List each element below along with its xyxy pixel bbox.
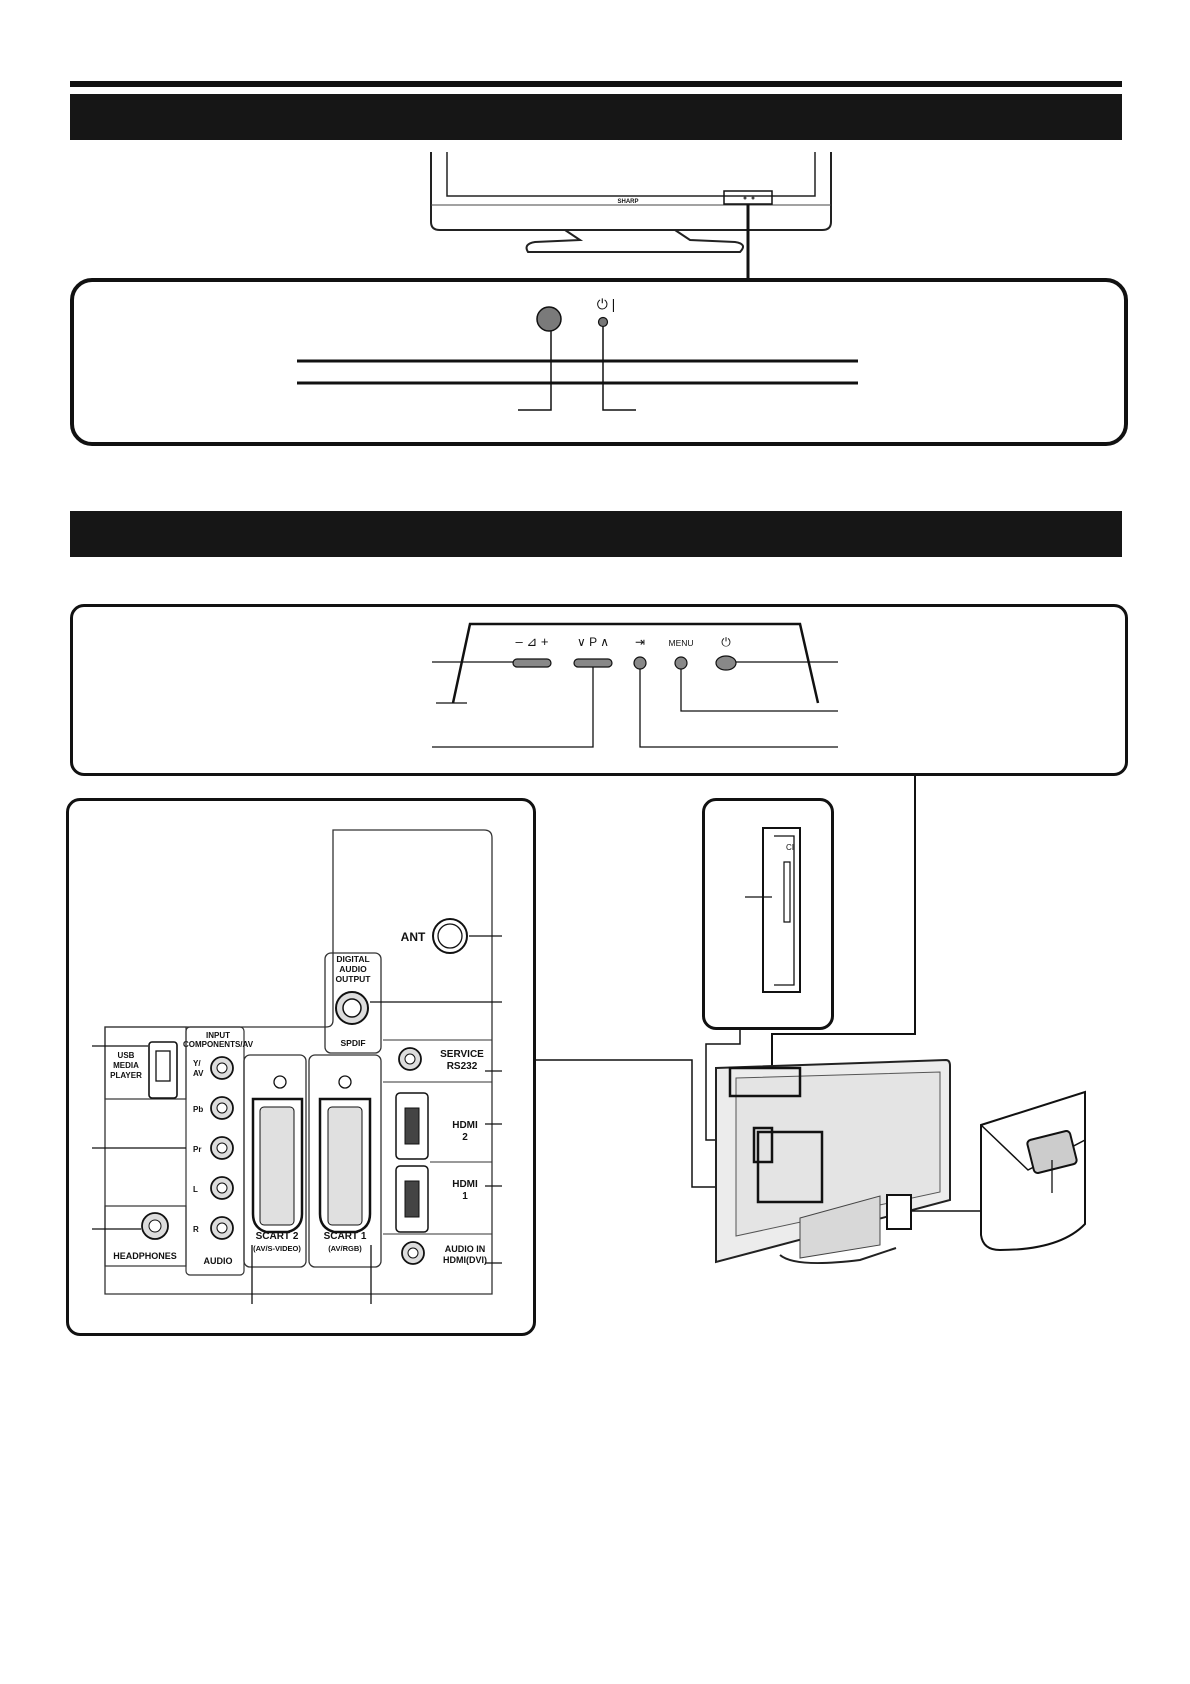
jack-label-pr: Pr — [193, 1145, 201, 1154]
scart1-sub-label: (AV/RGB) — [328, 1244, 362, 1253]
remote-sensor — [536, 306, 562, 332]
ci-label: CI — [786, 843, 794, 852]
hdmi2-number: 2 — [462, 1132, 468, 1143]
usb-label-3: PLAYER — [110, 1071, 142, 1080]
digital-label-3: OUTPUT — [336, 974, 372, 984]
top-rule — [70, 81, 1122, 87]
jack-label-av: AV — [193, 1069, 204, 1078]
service-label-2: RS232 — [447, 1061, 478, 1072]
audio-in-hdmi-label: HDMI(DVI) — [443, 1255, 487, 1265]
usb-label-2: MEDIA — [113, 1061, 139, 1070]
power-button[interactable] — [715, 655, 737, 671]
hdmi1-number: 1 — [462, 1191, 468, 1202]
program-label: ∨ P ∧ — [577, 635, 609, 649]
component-jacks — [210, 1056, 234, 1240]
input-header-2: COMPONENTS/AV — [183, 1040, 254, 1049]
hdmi2-label: HDMI — [452, 1120, 478, 1131]
power-indicator-led — [597, 316, 609, 328]
audio-in-label: AUDIO IN — [445, 1244, 486, 1254]
input-symbol: ⇥ — [635, 635, 645, 649]
rear-terminals-panel — [66, 798, 536, 1336]
menu-label: MENU — [668, 638, 693, 648]
power-indicator-symbol: ⏻ | — [597, 296, 616, 312]
jack-label-pb: Pb — [193, 1105, 203, 1114]
power-symbol: ⏻ — [721, 635, 731, 649]
service-label-1: SERVICE — [440, 1049, 484, 1060]
jack-label-l: L — [193, 1185, 198, 1194]
scart1-label: SCART 1 — [324, 1231, 367, 1242]
ant-label: ANT — [401, 930, 426, 944]
volume-button[interactable] — [512, 658, 552, 668]
audio-label: AUDIO — [204, 1256, 233, 1266]
digital-label-2: AUDIO — [339, 964, 367, 974]
scart2-sub-label: (AV/S-VIDEO) — [253, 1244, 301, 1253]
headphones-label: HEADPHONES — [113, 1251, 177, 1261]
digital-label-1: DIGITAL — [336, 954, 369, 964]
brand-logo: SHARP — [617, 199, 638, 205]
volume-label: – ⊿ + — [516, 634, 549, 649]
spdif-label: SPDIF — [340, 1038, 365, 1048]
section-bar-front — [70, 94, 1122, 140]
jack-label-r: R — [193, 1225, 199, 1234]
input-header-1: INPUT — [206, 1031, 230, 1040]
ac-inlet-icon — [1026, 1130, 1078, 1174]
hdmi1-label: HDMI — [452, 1179, 478, 1190]
usb-label-1: USB — [118, 1051, 135, 1060]
scart2-label: SCART 2 — [256, 1231, 299, 1242]
jack-label-y: Y/ — [193, 1059, 201, 1068]
section-bar-side-rear — [70, 511, 1122, 557]
side-controls-panel — [70, 604, 1128, 776]
